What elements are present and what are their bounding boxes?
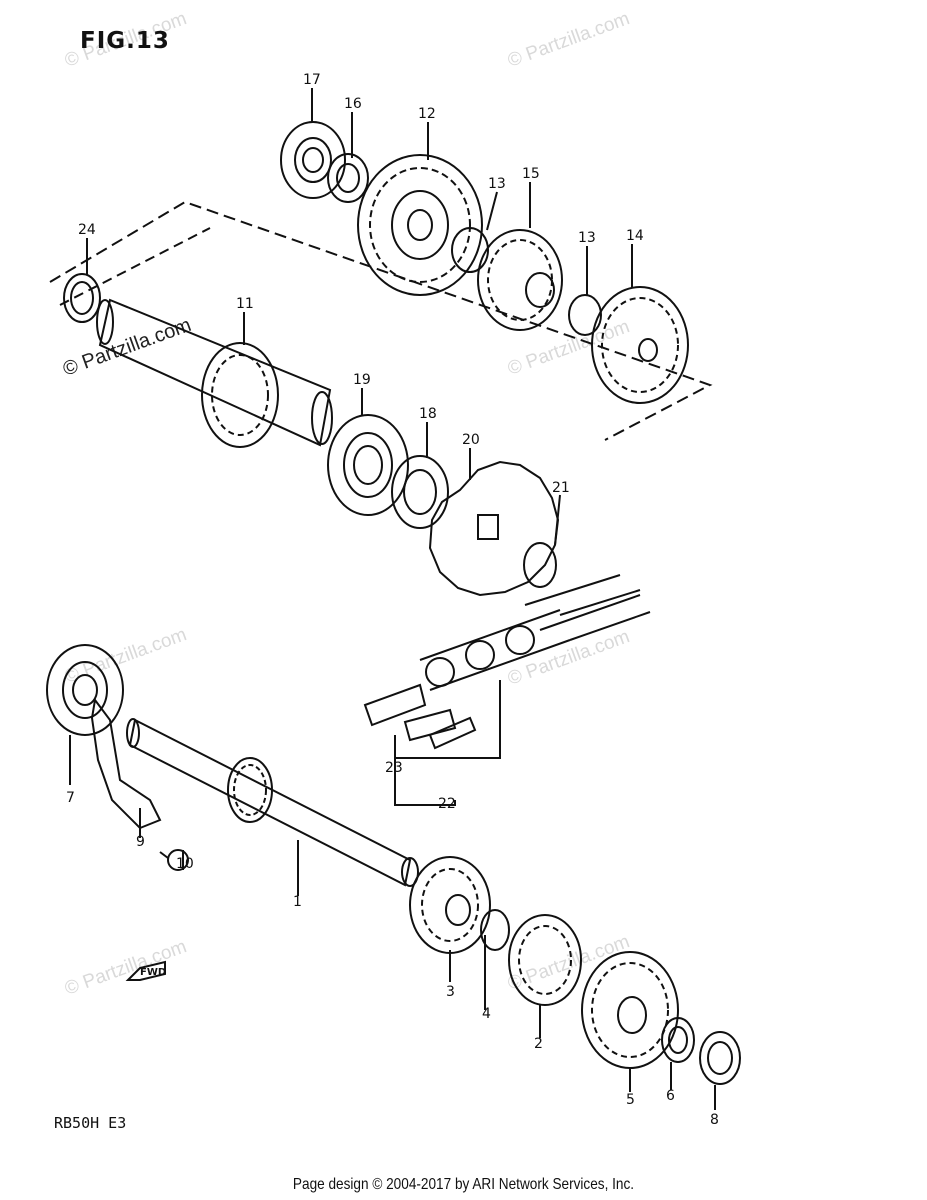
drive-chain-22 <box>419 574 651 691</box>
countershaft-11 <box>96 298 333 448</box>
sprocket-20 <box>428 460 560 597</box>
needle-bearing-8 <box>699 1031 741 1085</box>
figure-title: FIG.13 <box>80 28 170 54</box>
callout-11: 11 <box>236 296 254 312</box>
callout-8: 8 <box>710 1112 719 1128</box>
callout-6: 6 <box>666 1088 675 1104</box>
callout-13: 13 <box>488 176 506 192</box>
master-link-23 <box>363 683 477 750</box>
callout-10: 10 <box>176 856 194 872</box>
gear-14 <box>591 286 689 404</box>
gear-3 <box>409 856 491 954</box>
callout-17: 17 <box>303 72 321 88</box>
fwd-label: FWD <box>140 967 166 978</box>
retainer-9 <box>90 697 162 830</box>
callout-20: 20 <box>462 432 480 448</box>
callout-1: 1 <box>293 894 302 910</box>
screw-10 <box>159 849 189 871</box>
callout-5: 5 <box>626 1092 635 1108</box>
bearing-19 <box>327 414 409 516</box>
callout-19: 19 <box>353 372 371 388</box>
gear-2 <box>508 914 582 1006</box>
callout-15: 15 <box>522 166 540 182</box>
callout-4: 4 <box>482 1006 491 1022</box>
gear-12 <box>357 154 483 296</box>
callout-13b: 13 <box>578 230 596 246</box>
footer-copyright: Page design © 2004-2017 by ARI Network S… <box>292 1176 635 1193</box>
callout-7: 7 <box>66 790 75 806</box>
callout-3: 3 <box>446 984 455 1000</box>
callout-14: 14 <box>626 228 644 244</box>
callout-21: 21 <box>552 480 570 496</box>
callout-24: 24 <box>78 222 96 238</box>
callout-23: 23 <box>385 760 403 776</box>
callout-16: 16 <box>344 96 362 112</box>
model-code: RB50H E3 <box>54 1114 127 1132</box>
callout-2: 2 <box>534 1036 543 1052</box>
fwd-arrow-icon <box>125 960 166 981</box>
gear-15 <box>477 229 563 331</box>
callout-9: 9 <box>136 834 145 850</box>
callout-12: 12 <box>418 106 436 122</box>
callout-22: 22 <box>438 796 456 812</box>
bearing-7 <box>46 644 124 736</box>
callout-18: 18 <box>419 406 437 422</box>
callout-numbers: 17 16 12 13 15 13 14 24 11 19 18 20 21 2… <box>66 72 719 1128</box>
main-shaft-1 <box>126 718 419 887</box>
